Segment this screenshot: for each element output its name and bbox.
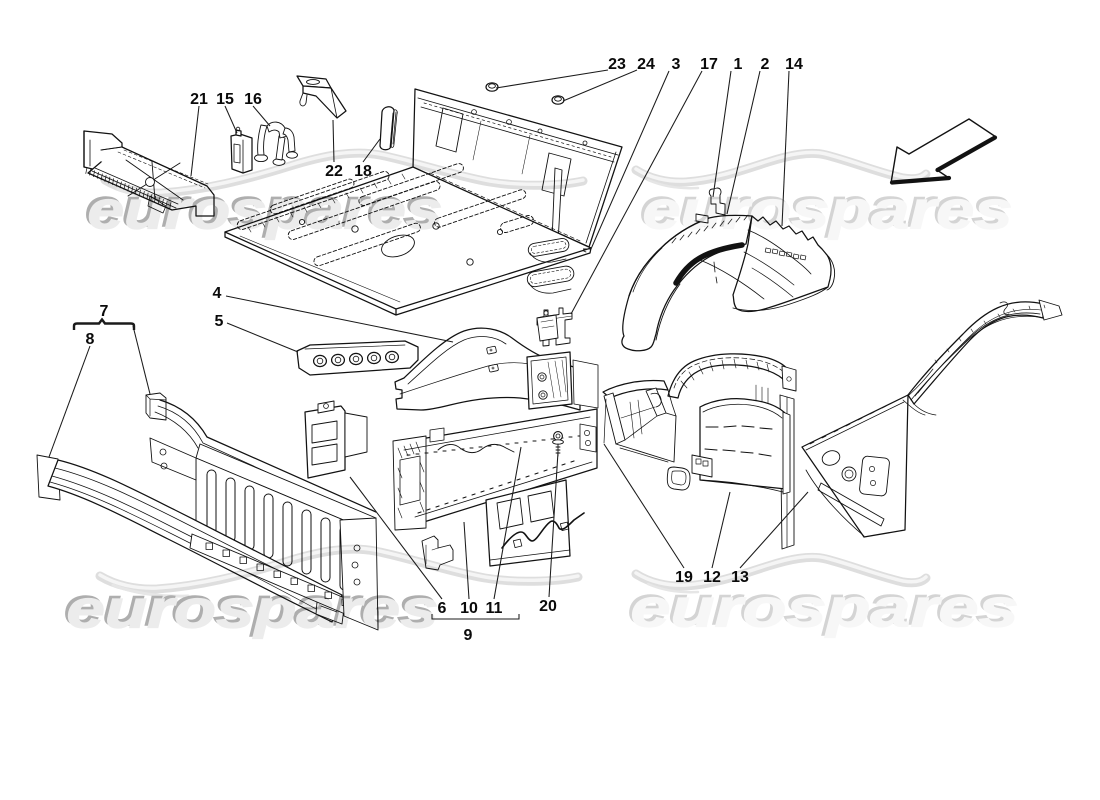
svg-text:4: 4 (213, 285, 222, 302)
svg-text:5: 5 (215, 313, 224, 330)
svg-text:eurospares: eurospares (85, 178, 440, 238)
svg-text:eurospares: eurospares (631, 579, 1019, 639)
svg-text:17: 17 (700, 56, 718, 73)
svg-text:6: 6 (438, 600, 447, 617)
svg-text:21: 21 (190, 91, 208, 108)
svg-text:16: 16 (244, 91, 262, 108)
svg-text:eurospares: eurospares (628, 576, 1016, 636)
svg-text:9: 9 (464, 627, 473, 644)
svg-text:eurospares: eurospares (64, 577, 436, 637)
svg-text:3: 3 (672, 56, 681, 73)
svg-text:15: 15 (216, 91, 234, 108)
svg-text:14: 14 (785, 56, 803, 73)
svg-text:10: 10 (460, 600, 478, 617)
svg-text:13: 13 (731, 569, 749, 586)
svg-text:2: 2 (761, 56, 770, 73)
svg-text:eurospares: eurospares (88, 181, 443, 241)
svg-text:1: 1 (734, 56, 743, 73)
svg-text:eurospares: eurospares (67, 580, 439, 640)
svg-text:12: 12 (703, 569, 721, 586)
svg-text:7: 7 (100, 303, 109, 320)
svg-text:20: 20 (539, 598, 557, 615)
svg-text:19: 19 (675, 569, 693, 586)
svg-text:22: 22 (325, 163, 343, 180)
svg-text:24: 24 (637, 56, 655, 73)
svg-text:23: 23 (608, 56, 626, 73)
svg-text:eurospares: eurospares (643, 181, 1013, 241)
svg-text:eurospares: eurospares (640, 178, 1010, 238)
svg-text:11: 11 (486, 600, 503, 617)
svg-text:18: 18 (354, 163, 372, 180)
svg-text:8: 8 (86, 331, 95, 348)
